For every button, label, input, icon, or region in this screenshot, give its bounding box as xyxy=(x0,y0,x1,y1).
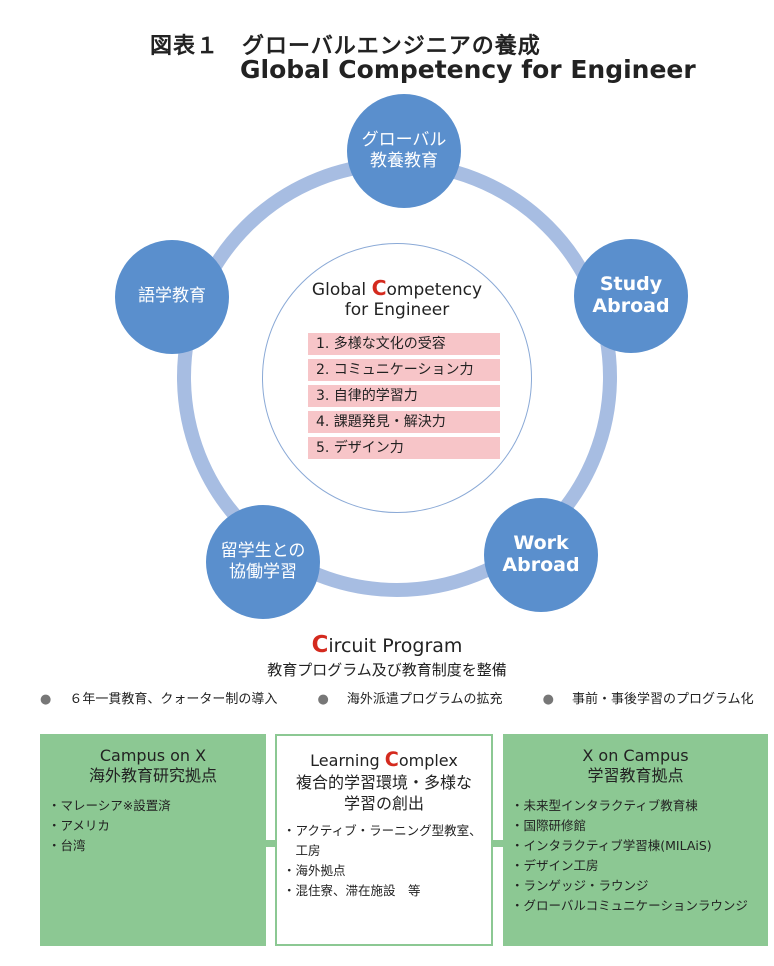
list-item: ・混住寮、滞在施設 等 xyxy=(283,882,421,898)
node-global-liberal-arts: グローバル教養教育 xyxy=(347,94,461,208)
competency-item: 4. 課題発見・解決力 xyxy=(308,411,500,433)
list-item: ・海外拠点 xyxy=(283,862,346,878)
competency-list: 1. 多様な文化の受容 2. コミュニケーション力 3. 自律的学習力 4. 課… xyxy=(308,333,500,463)
figure-title-english: Global Competency for Engineer xyxy=(240,55,696,84)
list-item: ・マレーシア※設置済 xyxy=(48,798,171,813)
list-item: 工房 xyxy=(283,842,321,858)
competency-item: 5. デザイン力 xyxy=(308,437,500,459)
list-item: ・ランゲッジ・ラウンジ xyxy=(511,878,649,893)
box-subtitle: 学習の創出 xyxy=(343,793,424,813)
box-title: Campus on X xyxy=(99,746,207,765)
program-bullet: ●事前・事後学習のプログラム化 xyxy=(542,692,754,707)
learning-complex-list: ・アクティブ・ラーニング型教室、 工房 ・海外拠点 ・混住寮、滞在施設 等 xyxy=(277,821,491,901)
competency-item: 1. 多様な文化の受容 xyxy=(308,333,500,355)
program-bullet: ●海外派遣プログラムの拡充 xyxy=(317,692,503,707)
list-item: ・台湾 xyxy=(48,838,86,853)
competency-item: 2. コミュニケーション力 xyxy=(308,359,500,381)
list-item: ・アクティブ・ラーニング型教室、 xyxy=(283,822,482,838)
list-item: ・アメリカ xyxy=(48,818,110,833)
list-item: ・インタラクティブ学習棟(MILAiS) xyxy=(511,838,712,853)
learning-complex-box: Learning Complex 複合的学習環境・多様な 学習の創出 ・アクティ… xyxy=(275,734,493,946)
connector-left xyxy=(266,840,275,847)
box-title: Learning Complex xyxy=(310,748,458,771)
connector-right xyxy=(493,840,503,847)
box-subtitle: 複合的学習環境・多様な xyxy=(295,772,472,792)
campus-on-x-list: ・マレーシア※設置済 ・アメリカ ・台湾 xyxy=(40,796,266,856)
circuit-program-title: Circuit Program xyxy=(311,632,463,658)
figure-title-japanese: 図表１ グローバルエンジニアの養成 xyxy=(150,34,541,59)
list-item: ・デザイン工房 xyxy=(511,858,599,873)
box-subtitle: 海外教育研究拠点 xyxy=(88,766,217,785)
box-title: X on Campus xyxy=(582,746,689,765)
circuit-program-subtitle: 教育プログラム及び教育制度を整備 xyxy=(267,661,507,679)
program-bullet: ●６年一貫教育、クォーター制の導入 xyxy=(40,692,278,707)
list-item: ・国際研修館 xyxy=(511,818,587,833)
x-on-campus-box: X on Campus 学習教育拠点 ・未来型インタラクティブ教育棟 ・国際研修… xyxy=(503,734,768,946)
node-language-education: 語学教育 xyxy=(115,240,229,354)
global-competency-title: Global Competency for Engineer xyxy=(311,276,483,320)
box-subtitle: 学習教育拠点 xyxy=(587,766,684,785)
campus-on-x-box: Campus on X 海外教育研究拠点 ・マレーシア※設置済 ・アメリカ ・台… xyxy=(40,734,266,946)
node-collaborative-learning: 留学生との協働学習 xyxy=(206,505,320,619)
list-item: ・グローバルコミュニケーションラウンジ xyxy=(511,898,748,913)
x-on-campus-list: ・未来型インタラクティブ教育棟 ・国際研修館 ・インタラクティブ学習棟(MILA… xyxy=(503,796,768,916)
program-bullets: ●６年一貫教育、クォーター制の導入 ●海外派遣プログラムの拡充 ●事前・事後学習… xyxy=(40,688,774,707)
competency-item: 3. 自律的学習力 xyxy=(308,385,500,407)
list-item: ・未来型インタラクティブ教育棟 xyxy=(511,798,698,813)
